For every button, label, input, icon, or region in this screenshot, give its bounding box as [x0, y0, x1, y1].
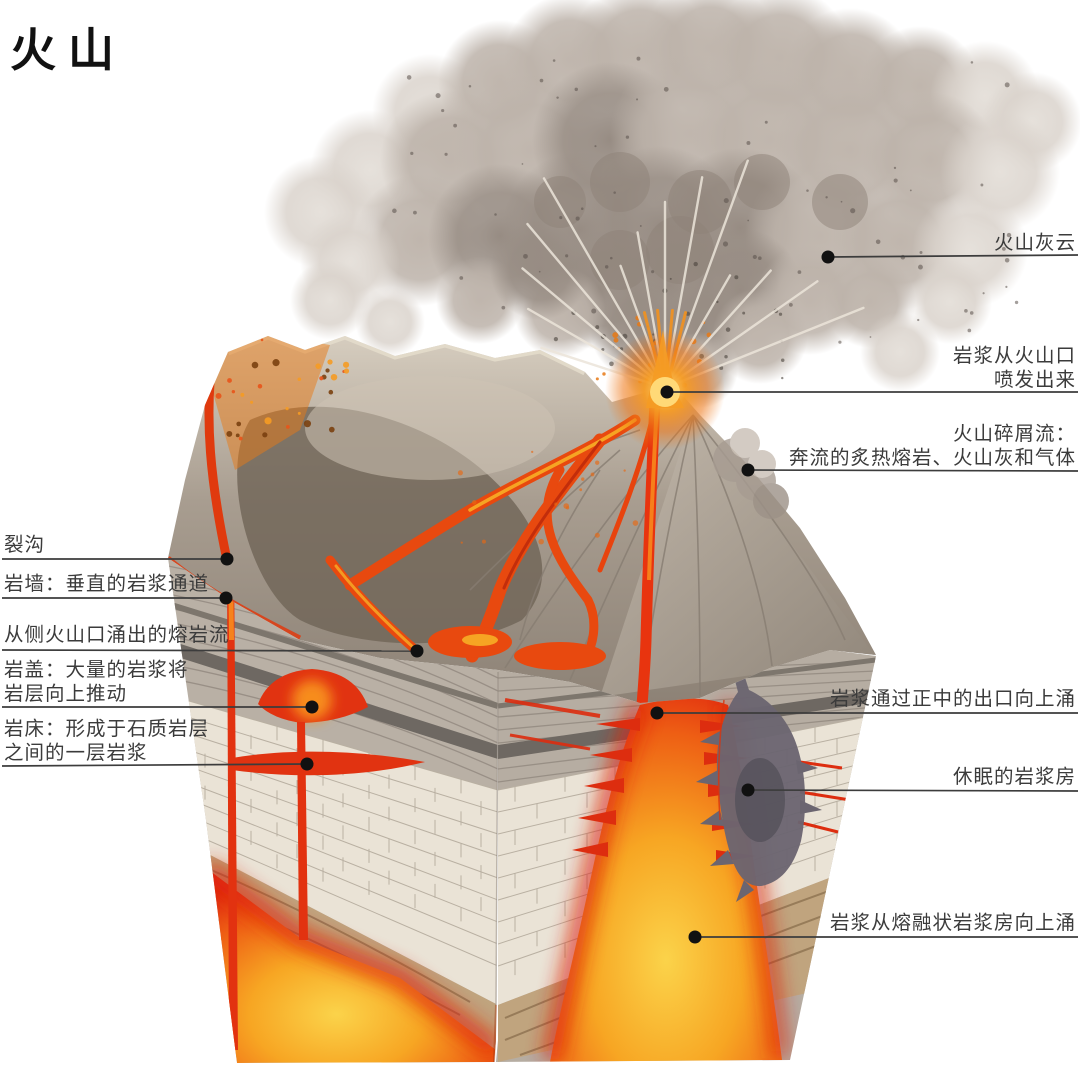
label-erupting-magma: 岩浆从火山口 喷发出来 — [952, 345, 1076, 391]
dot-dike — [219, 591, 233, 605]
dot-central-vent — [650, 706, 664, 720]
leader-side-vent — [1, 649, 418, 652]
dot-pyroclastic-flow — [741, 463, 755, 477]
dot-sill — [300, 757, 314, 771]
block-corner-edge-lower — [493, 1004, 497, 1063]
block-left-face — [168, 558, 498, 1063]
label-pyroclastic-flow: 火山碎屑流： 奔流的炙热熔岩、火山灰和气体 — [788, 423, 1076, 469]
label-dike: 岩墙：垂直的岩浆通道 — [4, 573, 210, 595]
label-dormant-chamber: 休眠的岩浆房 — [952, 766, 1076, 788]
callout-dots — [219, 250, 835, 944]
label-sill: 岩床：形成于石质岩层 之间的一层岩浆 — [4, 718, 210, 764]
block-right-face — [496, 650, 876, 1062]
label-side-vent: 从侧火山口涌出的熔岩流 — [4, 624, 230, 646]
dot-fissure — [220, 552, 234, 566]
label-central-vent: 岩浆通过正中的出口向上涌 — [829, 688, 1076, 710]
block-corner-edge — [495, 671, 499, 1006]
dot-laccolith — [305, 700, 319, 714]
sill-layer — [232, 751, 425, 776]
ash-cloud-illustration — [264, 0, 1080, 408]
leader-pyroclastic-flow — [747, 469, 1079, 472]
label-magma-rise: 岩浆从熔融状岩浆房向上涌 — [829, 912, 1076, 934]
leader-ash-cloud — [827, 254, 1079, 258]
leader-dormant-chamber — [747, 789, 1079, 792]
callout-leader-lines — [1, 254, 1079, 938]
pyroclastic-flow-puffs — [713, 428, 789, 519]
dot-erupting-magma — [660, 385, 674, 399]
dot-dormant-chamber — [741, 783, 755, 797]
dike-channel — [227, 560, 238, 1050]
dot-magma-rise — [688, 930, 702, 944]
dot-side-vent — [410, 644, 424, 658]
page-title: 火山 — [10, 24, 126, 76]
dot-ash-cloud — [821, 250, 835, 264]
label-laccolith: 岩盖：大量的岩浆将 岩层向上推动 — [4, 659, 189, 705]
label-ash-cloud: 火山灰云 — [993, 232, 1076, 254]
leader-sill — [1, 763, 308, 767]
label-fissure: 裂沟 — [4, 534, 46, 556]
